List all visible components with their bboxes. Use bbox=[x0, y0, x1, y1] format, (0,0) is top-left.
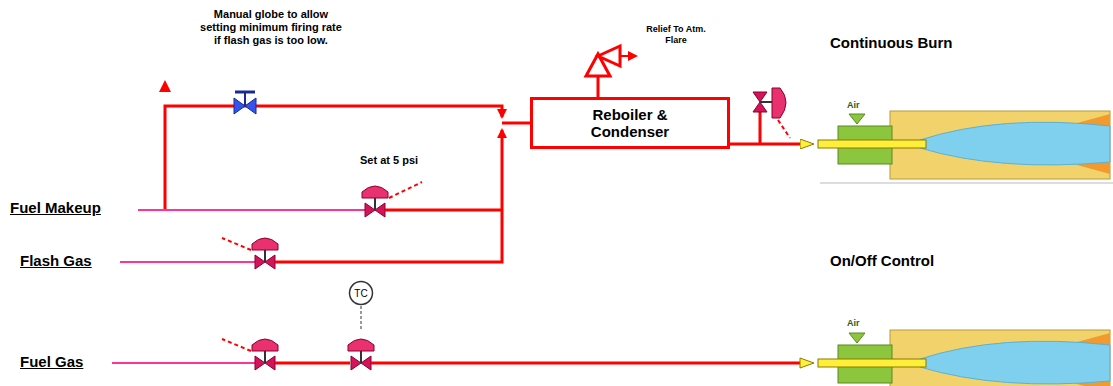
note-text: Manual globe to allow setting minimum fi… bbox=[196, 8, 346, 48]
burner-unit: On/Off ControlAir bbox=[800, 248, 1112, 385]
burner-heading: Continuous Burn bbox=[830, 34, 952, 51]
relief-label: Relief To Atm. Flare bbox=[640, 24, 712, 46]
stream-label: Fuel Makeup bbox=[10, 199, 101, 217]
air-label: Air bbox=[847, 318, 860, 328]
stream-label: Fuel Gas bbox=[20, 353, 83, 371]
box-title: Reboiler & Condenser bbox=[571, 106, 689, 141]
burner-unit: Continuous BurnAir bbox=[800, 30, 1112, 185]
setpoint-label: Set at 5 psi bbox=[360, 154, 418, 167]
fuel-line bbox=[730, 143, 800, 146]
controller-circle: TC bbox=[348, 280, 374, 306]
burner-heading: On/Off Control bbox=[830, 252, 934, 269]
air-label: Air bbox=[847, 100, 860, 110]
controller-tag: TC bbox=[354, 288, 367, 299]
stream-label: Flash Gas bbox=[20, 252, 92, 270]
reboiler-box: Reboiler & Condenser bbox=[530, 97, 730, 149]
